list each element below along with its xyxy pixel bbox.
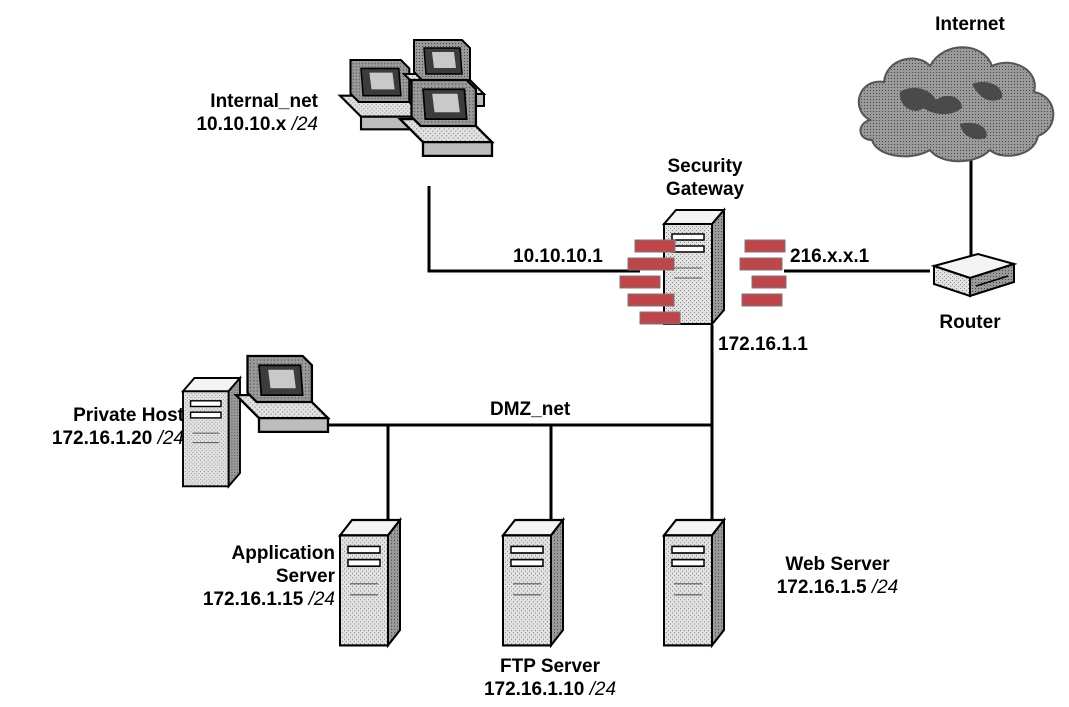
- internal-net-address: 10.10.10.x /24: [196, 114, 318, 135]
- connection-lines: [300, 153, 973, 520]
- ftp-server-label: FTP Server 172.16.1.10 /24: [460, 655, 640, 701]
- application-server-address: 172.16.1.15 /24: [202, 589, 335, 610]
- web-server-icon: [662, 518, 726, 647]
- ftp-server-name: FTP Server: [500, 656, 600, 677]
- private-host-icon: [182, 354, 330, 488]
- internal-net-label: Internal_net 10.10.10.x /24: [150, 90, 318, 136]
- ftp-server-address: 172.16.1.10 /24: [483, 679, 617, 700]
- security-gateway-icon: [619, 209, 787, 325]
- private-host-name: Private Host: [73, 405, 184, 426]
- gateway-internal-ip: 10.10.10.1: [513, 246, 603, 267]
- web-server-name: Web Server: [785, 554, 890, 575]
- private-host-label: Private Host 172.16.1.20 /24: [4, 404, 184, 450]
- security-gateway-label: Security Gateway: [665, 156, 745, 200]
- internet-cloud-icon: [857, 46, 1055, 163]
- gateway-dmz-ip: 172.16.1.1: [718, 334, 808, 355]
- internet-label: Internet: [935, 14, 1005, 35]
- web-server-label: Web Server 172.16.1.5 /24: [750, 553, 925, 599]
- internal-net-workstations-icon: [338, 39, 494, 158]
- internal-net-link: [427, 186, 640, 273]
- application-server-icon: [338, 518, 402, 647]
- firewall-icon: [619, 239, 787, 325]
- web-server-address: 172.16.1.5 /24: [776, 577, 899, 598]
- gateway-external-ip: 216.x.x.1: [790, 246, 870, 267]
- ftp-server-icon: [501, 518, 565, 647]
- router-icon: [930, 252, 1018, 298]
- internal-net-name: Internal_net: [210, 91, 318, 112]
- application-server-label: Application Server 172.16.1.15 /24: [150, 542, 335, 611]
- private-host-address: 172.16.1.20 /24: [51, 428, 184, 449]
- dmz-net-label: DMZ_net: [490, 399, 571, 420]
- router-label: Router: [939, 312, 1001, 333]
